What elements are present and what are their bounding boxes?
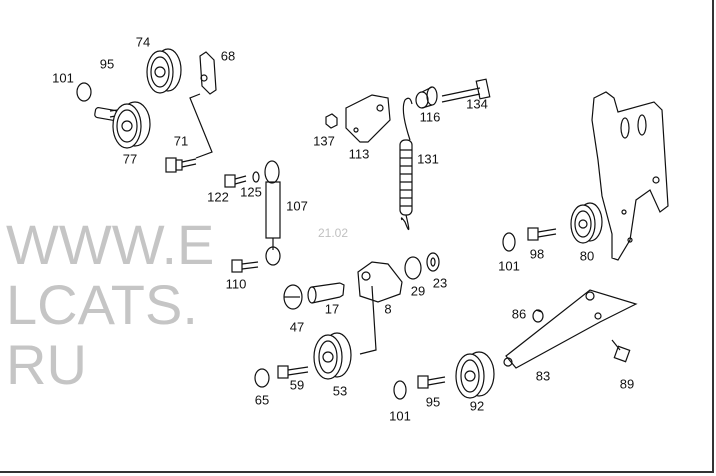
part-label-113[interactable]: 113 — [348, 146, 370, 162]
bushing-116-shape[interactable] — [415, 86, 438, 109]
part-label-89[interactable]: 89 — [619, 376, 635, 392]
mounting-bracket-shape[interactable] — [591, 91, 669, 261]
part-label-107[interactable]: 107 — [286, 198, 308, 214]
seal-23-shape[interactable] — [426, 252, 440, 272]
part-label-125[interactable]: 125 — [240, 184, 262, 200]
washer-125-shape[interactable] — [252, 171, 260, 183]
pin-17-shape[interactable] — [307, 282, 345, 304]
part-label-80[interactable]: 80 — [579, 248, 595, 264]
part-label-110[interactable]: 110 — [225, 276, 247, 292]
part-label-65[interactable]: 65 — [254, 392, 270, 408]
part-label-71[interactable]: 71 — [173, 133, 189, 149]
part-label-98[interactable]: 98 — [529, 246, 545, 262]
part-label-83[interactable]: 83 — [535, 368, 551, 384]
bolt-71-shape[interactable] — [165, 157, 197, 173]
cap-101-top-shape[interactable] — [76, 82, 92, 102]
part-label-122[interactable]: 122 — [207, 189, 229, 205]
bolt-59-shape[interactable] — [277, 365, 309, 379]
bolt-98-shape[interactable] — [527, 227, 557, 241]
ring-29-shape[interactable] — [404, 256, 422, 280]
part-label-131[interactable]: 131 — [417, 151, 439, 167]
part-label-29[interactable]: 29 — [410, 283, 426, 299]
damper-107-shape[interactable] — [264, 160, 281, 266]
pulley-77-shape[interactable] — [112, 101, 151, 149]
diagram-code: 21.02 — [318, 226, 349, 240]
bolt-89-shape[interactable] — [611, 339, 631, 363]
tensioner-8-shape[interactable] — [357, 261, 403, 355]
part-label-53[interactable]: 53 — [332, 383, 348, 399]
bracket-113-shape[interactable] — [345, 94, 391, 143]
part-label-47[interactable]: 47 — [289, 319, 305, 335]
pulley-92-shape[interactable] — [455, 351, 495, 399]
cap-101-right-shape[interactable] — [502, 232, 516, 252]
pulley-74-shape[interactable] — [146, 48, 182, 94]
bracket-68-shape[interactable] — [199, 51, 217, 95]
watermark: WWW.ELCATS.RU — [6, 213, 215, 396]
bolt-134-shape[interactable] — [441, 78, 491, 103]
part-label-95[interactable]: 95 — [425, 394, 441, 410]
part-label-17[interactable]: 17 — [324, 301, 340, 317]
part-label-101[interactable]: 101 — [389, 408, 411, 424]
part-label-86[interactable]: 86 — [511, 306, 527, 322]
part-label-77[interactable]: 77 — [122, 151, 138, 167]
part-label-101[interactable]: 101 — [498, 258, 520, 274]
part-label-74[interactable]: 74 — [135, 34, 151, 50]
leader-line-68 — [189, 93, 213, 159]
part-label-59[interactable]: 59 — [289, 377, 305, 393]
bolt-122-shape[interactable] — [224, 174, 247, 188]
nut-137-shape[interactable] — [325, 113, 338, 129]
part-label-8[interactable]: 8 — [384, 301, 392, 317]
part-label-116[interactable]: 116 — [419, 109, 441, 125]
arm-83-shape[interactable] — [503, 289, 638, 369]
cap-101-bottom-shape[interactable] — [393, 380, 407, 400]
part-label-92[interactable]: 92 — [469, 398, 485, 414]
bolt-110-shape[interactable] — [231, 259, 259, 273]
cap-65-shape[interactable] — [254, 368, 270, 388]
part-label-101[interactable]: 101 — [52, 70, 74, 86]
cap-47-shape[interactable] — [283, 284, 303, 310]
bushing-86-shape[interactable] — [532, 309, 544, 323]
pulley-80-shape[interactable] — [570, 202, 603, 244]
part-label-137[interactable]: 137 — [313, 133, 335, 149]
pulley-53-shape[interactable] — [313, 332, 352, 380]
part-label-134[interactable]: 134 — [466, 96, 488, 112]
part-label-68[interactable]: 68 — [220, 48, 236, 64]
bolt-95-bottom-shape[interactable] — [417, 375, 446, 389]
part-label-95[interactable]: 95 — [99, 56, 115, 72]
part-label-23[interactable]: 23 — [432, 275, 448, 291]
spring-131-shape[interactable] — [399, 97, 413, 231]
